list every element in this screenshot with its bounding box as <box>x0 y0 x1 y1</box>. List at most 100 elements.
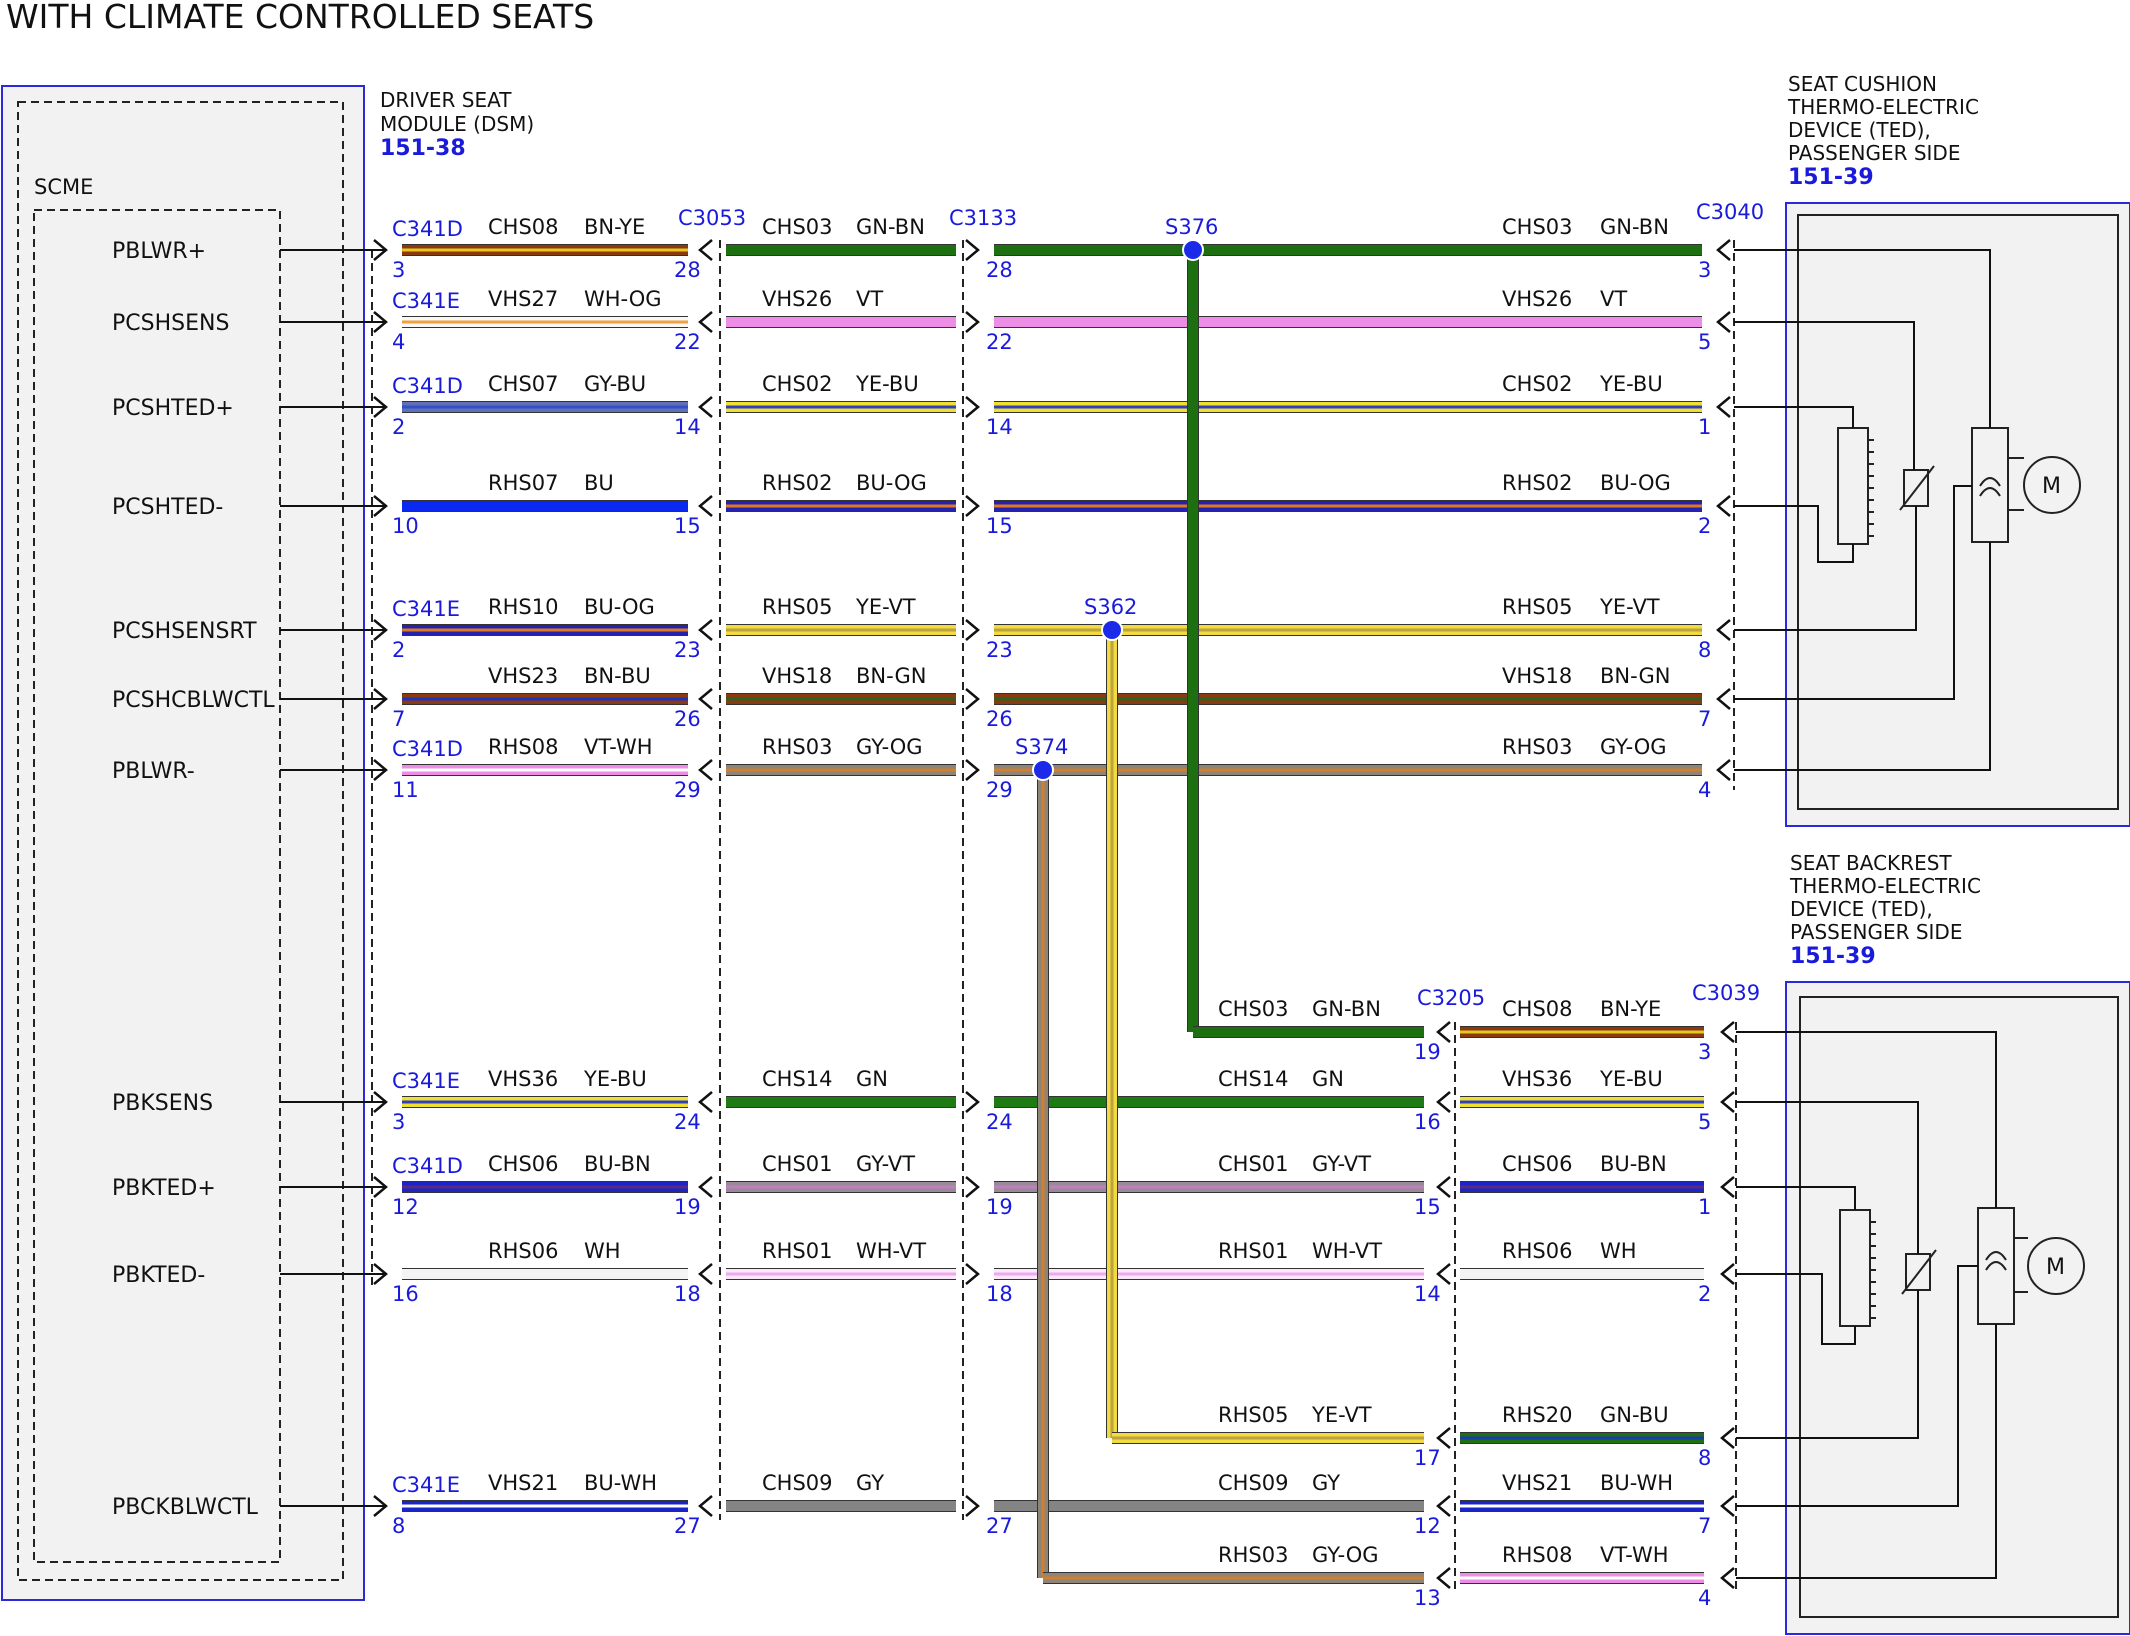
row-pcshsens-circuit3: VHS26 <box>1502 287 1572 311</box>
row-pcshted--circuit3: CHS02 <box>1502 372 1573 396</box>
row-pbkted--arrow-dsm <box>373 1263 388 1285</box>
cushion-internal-wire-1 <box>1790 321 1915 470</box>
backrest-ted-line3: DEVICE (TED), <box>1790 897 1933 921</box>
row-pcshsensrt-circuit1: RHS10 <box>488 595 558 619</box>
row-pcshcblwctl-circuit1: VHS23 <box>488 664 558 688</box>
row-pbksens-circuit1: VHS36 <box>488 1067 558 1091</box>
branch-rhs03-2-arrow-c3039 <box>1720 1567 1735 1589</box>
row-pcshsens-arrow-c3040 <box>1716 311 1731 333</box>
dsm-inner-dashed <box>17 101 344 1581</box>
row-pbkted--circuit1: RHS06 <box>488 1239 558 1263</box>
row-pbksens-circuit3: CHS14 <box>1218 1067 1289 1091</box>
branch-rhs03-2-circuit-left: RHS03 <box>1218 1543 1288 1567</box>
row-pcshcblwctl-arrow-c3133 <box>965 688 980 710</box>
row-pbkted--circuit3: CHS01 <box>1218 1152 1289 1176</box>
backrest-internal-wire-0 <box>1790 1031 1997 1208</box>
connector-c3040: C3040 <box>1696 200 1764 224</box>
row-pbckblwctl-pin-c3039: 7 <box>1698 1514 1711 1538</box>
row-pcshsensrt-circuit2: RHS05 <box>762 595 832 619</box>
row-pbkted--arrow-c3205 <box>1436 1176 1451 1198</box>
backrest-internal-wire-1 <box>1790 1101 1919 1254</box>
row-pbkted--circuit4: RHS06 <box>1502 1239 1572 1263</box>
row-pbkted--pin-c3133: 18 <box>986 1282 1013 1306</box>
row-pcshted--arrow-c3053 <box>698 495 713 517</box>
row-pblwr--arrow-dsm <box>373 759 388 781</box>
row-pcshsensrt-color2: YE-VT <box>855 595 916 619</box>
cushion-ted-line2: THERMO-ELECTRIC <box>1787 95 1979 119</box>
row-pbckblwctl-circuit2: CHS09 <box>762 1471 833 1495</box>
row-pbkted--color2: GY-VT <box>856 1152 915 1176</box>
branch-rhs03-2-color-right: VT-WH <box>1600 1543 1669 1567</box>
row-pcshted--circuit2: RHS02 <box>762 471 832 495</box>
backrest-internal-wire-6 <box>1790 1324 1997 1579</box>
row-pcshsens-circuit1: VHS27 <box>488 287 558 311</box>
cushion-internal-wire-6 <box>1790 542 1991 771</box>
splice-label-s376: S376 <box>1165 215 1218 239</box>
branch-chs03-0-arrow-c3039 <box>1720 1021 1735 1043</box>
branch-chs03-0-circuit-right: CHS08 <box>1502 997 1573 1021</box>
row-pbkted--circuit1: CHS06 <box>488 1152 559 1176</box>
backrest-ted-line2: THERMO-ELECTRIC <box>1789 874 1981 898</box>
row-pblwr--dsm-conn: C341D <box>392 737 463 761</box>
cushion-internal-wire-2 <box>1790 406 1854 428</box>
row-pblwr--circuit2: CHS03 <box>762 215 833 239</box>
row-pbckblwctl-color3: GY <box>1312 1471 1340 1495</box>
row-pcshcblwctl-arrow-c3053 <box>698 688 713 710</box>
row-pbkted--circuit3: RHS01 <box>1218 1239 1288 1263</box>
branch-chs03-0-color-left: GN-BN <box>1312 997 1381 1021</box>
branch-rhs05-1-color-left: YE-VT <box>1311 1403 1372 1427</box>
row-pblwr--pin-c3133: 29 <box>986 778 1013 802</box>
branch-chs03-0-arrow-c3205 <box>1436 1021 1451 1043</box>
row-pbkted--color4: BU-BN <box>1600 1152 1667 1176</box>
row-pbkted--arrow-dsm <box>373 1176 388 1198</box>
row-pbckblwctl-circuit3: CHS09 <box>1218 1471 1289 1495</box>
row-pblwr--pin-c3040: 3 <box>1698 258 1711 282</box>
dsm-title-line2: MODULE (DSM) <box>380 112 534 136</box>
backrest-internal-wire-3 <box>1790 1273 1856 1345</box>
row-pcshted--arrow-dsm <box>373 495 388 517</box>
row-pcshsensrt-signal: PCSHSENSRT <box>112 619 257 644</box>
row-pbkted--color4: WH <box>1600 1239 1637 1263</box>
branch-rhs05-1-arrow-c3205 <box>1436 1427 1451 1449</box>
branch-rhs05-1-pin-c3039: 8 <box>1698 1446 1711 1470</box>
row-pcshsensrt-dsm-conn: C341E <box>392 597 460 621</box>
row-pcshted--pin-c3040: 1 <box>1698 415 1711 439</box>
row-pbkted--arrow-c3205 <box>1436 1263 1451 1285</box>
row-pbkted--color2: WH-VT <box>856 1239 926 1263</box>
row-pcshsensrt-pin-c3133: 23 <box>986 638 1013 662</box>
row-pbckblwctl-arrow-c3053 <box>698 1495 713 1517</box>
row-pcshted--color2: YE-BU <box>855 372 919 396</box>
row-pcshted--color3: YE-BU <box>1599 372 1663 396</box>
branch-chs03-0-color-right: BN-YE <box>1600 997 1661 1021</box>
row-pblwr--signal: PBLWR- <box>112 759 195 784</box>
row-pcshted--pin-c3040: 2 <box>1698 514 1711 538</box>
backrest-internal-wire-4 <box>1790 1290 1919 1439</box>
row-pcshted--pin-c3133: 15 <box>986 514 1013 538</box>
row-pcshsens-color3: VT <box>1600 287 1627 311</box>
connector-c3053: C3053 <box>678 206 746 230</box>
row-pbckblwctl-arrow-dsm <box>373 1495 388 1517</box>
row-pcshcblwctl-color1: BN-BU <box>584 664 651 688</box>
row-pbckblwctl-pin-c3205: 12 <box>1414 1514 1441 1538</box>
row-pblwr--color1: BN-YE <box>584 215 645 239</box>
splice-s362 <box>1101 619 1123 641</box>
row-pblwr--arrow-c3040 <box>1716 759 1731 781</box>
branch-chs03-0-circuit-left: CHS03 <box>1218 997 1289 1021</box>
cushion-ted-box <box>1785 202 2130 827</box>
row-pcshsens-pin-dsm: 4 <box>392 330 405 354</box>
row-pcshted--circuit3: RHS02 <box>1502 471 1572 495</box>
cushion-ted-inner <box>1797 214 2119 810</box>
row-pbksens-dsm-conn: C341E <box>392 1069 460 1093</box>
row-pcshted--circuit1: RHS07 <box>488 471 558 495</box>
row-pbkted--circuit4: CHS06 <box>1502 1152 1573 1176</box>
branch-rhs05-1-pin-c3205: 17 <box>1414 1446 1441 1470</box>
row-pbkted--color3: GY-VT <box>1312 1152 1371 1176</box>
row-pbckblwctl-arrow-c3205 <box>1436 1495 1451 1517</box>
row-pcshted--circuit2: CHS02 <box>762 372 833 396</box>
row-pbkted--arrow-c3053 <box>698 1176 713 1198</box>
row-pcshsens-pin-c3040: 5 <box>1698 330 1711 354</box>
splice-label-s374: S374 <box>1015 735 1068 759</box>
row-pcshsens-color1: WH-OG <box>584 287 662 311</box>
